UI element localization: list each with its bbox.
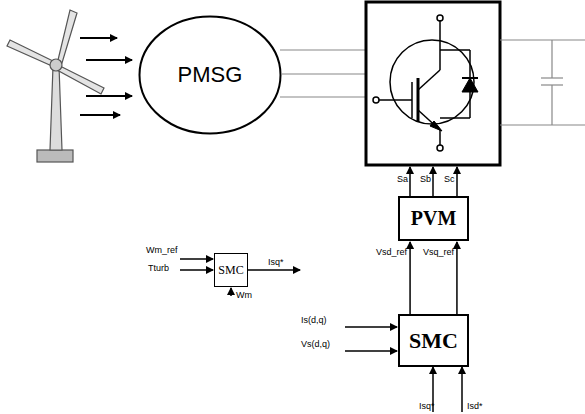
signal-label: Sa bbox=[397, 175, 408, 184]
generator-ellipse: PMSG bbox=[138, 15, 282, 135]
signal-connector bbox=[409, 242, 411, 314]
signal-label: Isq* bbox=[419, 402, 435, 411]
node-text: SMC bbox=[409, 328, 458, 354]
edge-label: Vsq_ref bbox=[423, 248, 454, 257]
edge-label: Vsd_ref bbox=[376, 248, 407, 257]
signal-label: Sc bbox=[444, 175, 455, 184]
signal-label: Vs(d,q) bbox=[301, 340, 330, 349]
signal-label: Is(d,q) bbox=[301, 316, 327, 325]
signal-label: Isq* bbox=[268, 258, 284, 267]
signal-label: Sb bbox=[420, 175, 431, 184]
control-box: SMC bbox=[214, 253, 248, 287]
control-box: PVM bbox=[398, 196, 469, 241]
dc-link bbox=[500, 40, 585, 125]
converter-symbol bbox=[366, 2, 500, 165]
signal-connector bbox=[456, 242, 458, 314]
node-text: PVM bbox=[411, 207, 457, 230]
node-text: SMC bbox=[218, 263, 243, 278]
wind-turbine bbox=[7, 10, 104, 162]
control-box: SMC bbox=[398, 314, 469, 367]
node-text: PMSG bbox=[178, 62, 243, 88]
signal-label: Wm_ref bbox=[146, 246, 178, 255]
signal-label: Isd* bbox=[467, 402, 483, 411]
wind-arrows bbox=[80, 38, 132, 115]
signal-label: Wm bbox=[236, 291, 252, 300]
stator-wires bbox=[280, 50, 365, 97]
signal-label: Tturb bbox=[148, 264, 169, 273]
